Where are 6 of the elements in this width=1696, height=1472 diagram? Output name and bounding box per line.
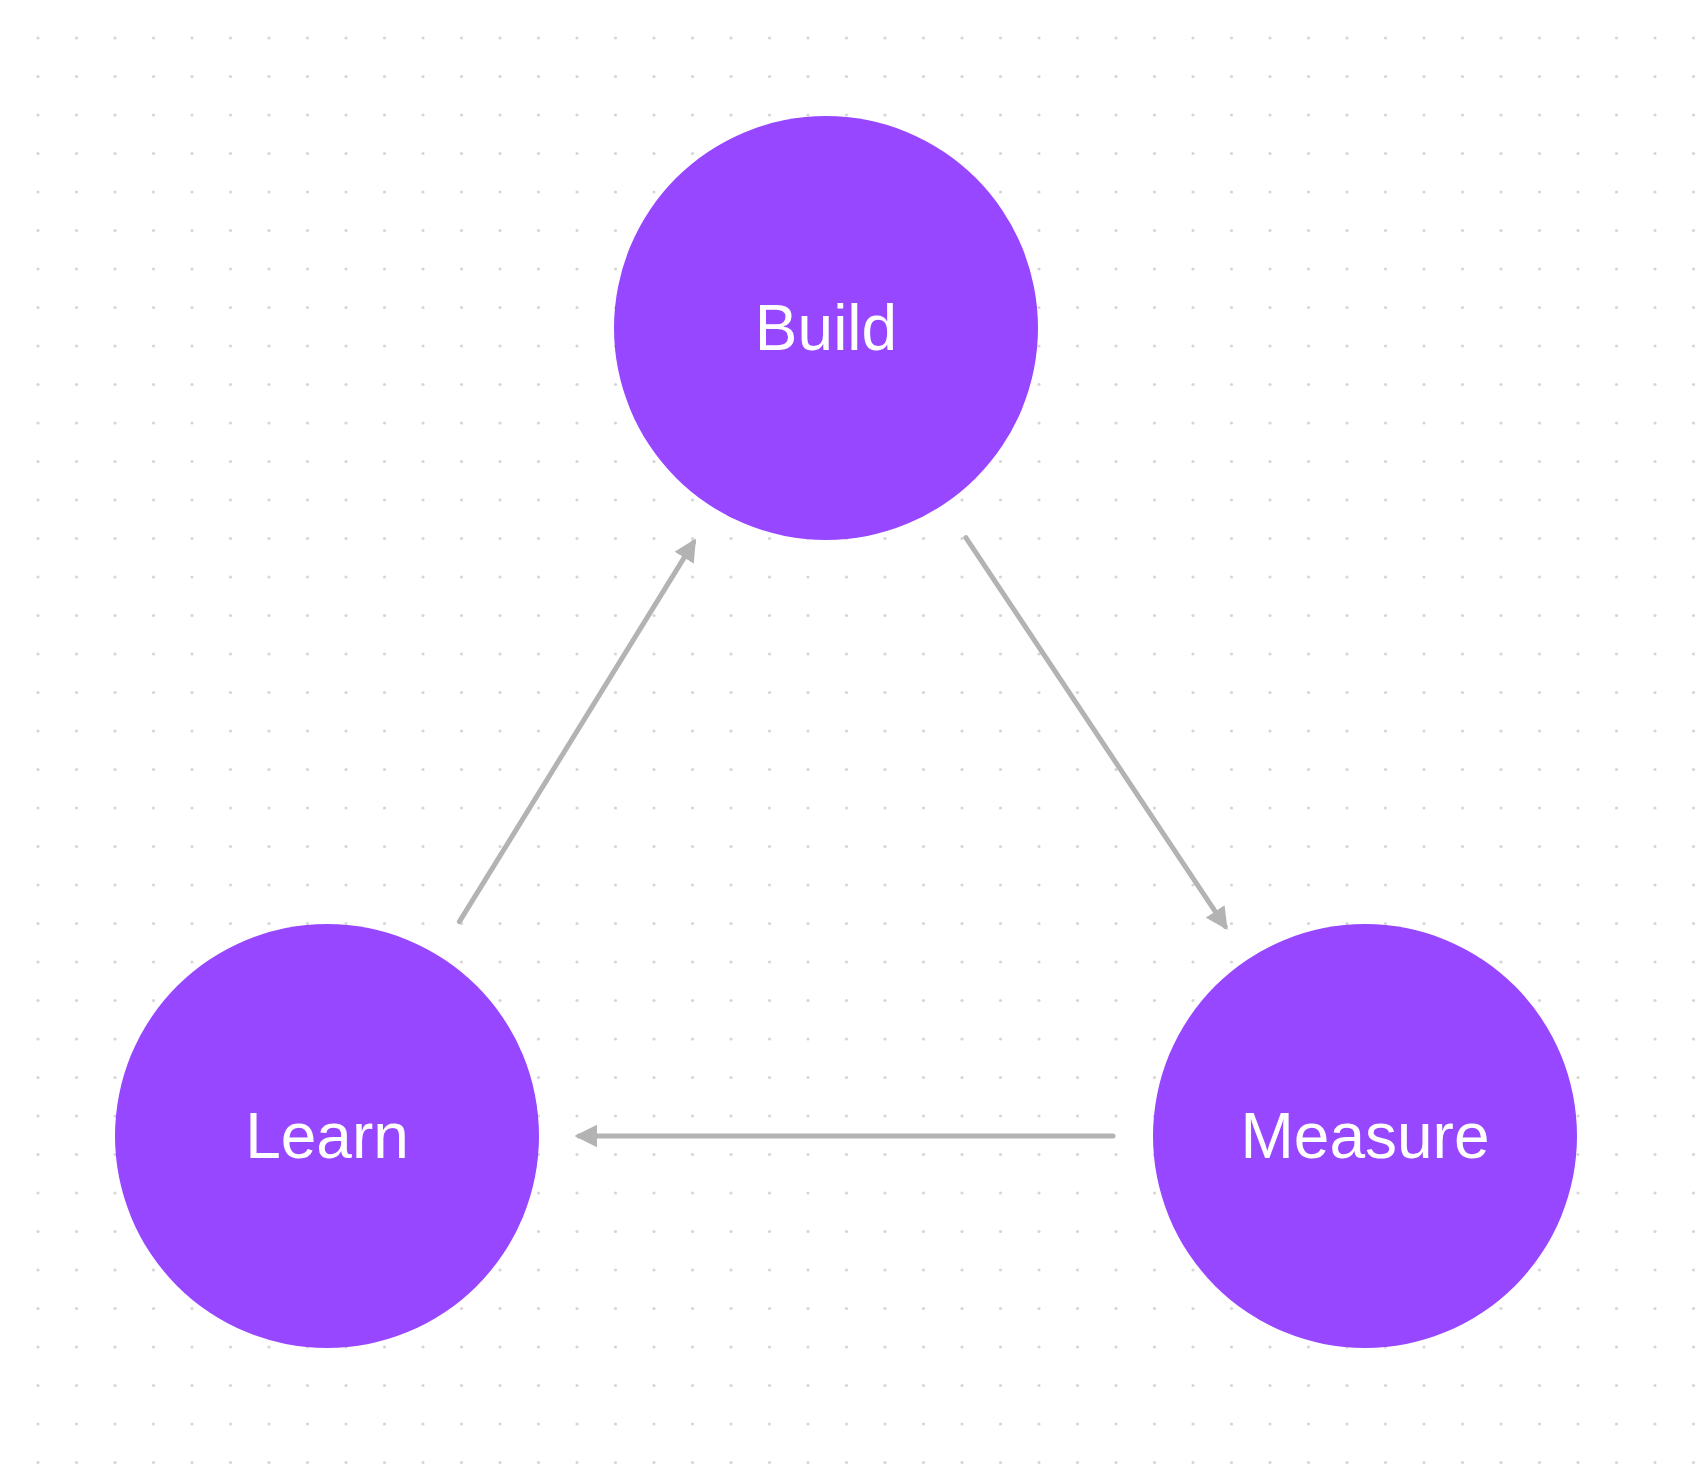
stage-label: Build — [754, 291, 898, 365]
arrow — [456, 538, 697, 925]
stage-label: Measure — [1240, 1099, 1490, 1173]
arrow — [574, 1124, 1116, 1148]
arrow — [963, 535, 1228, 931]
stage-label: Learn — [245, 1099, 409, 1173]
